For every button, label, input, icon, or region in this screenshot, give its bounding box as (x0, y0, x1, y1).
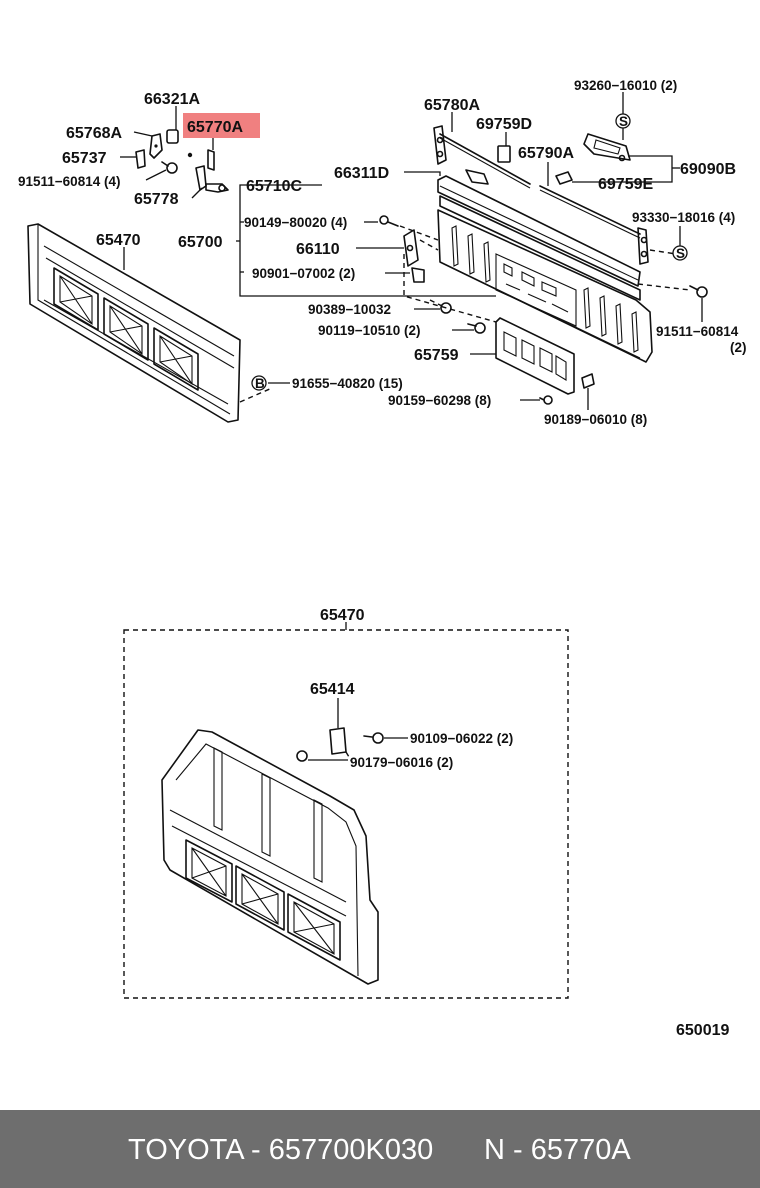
label-91655-40820: 91655−40820 (15) (292, 376, 403, 391)
highlight-box (183, 113, 260, 138)
tailgate-group (379, 125, 708, 405)
label-65778: 65778 (134, 191, 179, 208)
label-91511-60814-right-qty: (2) (730, 340, 747, 355)
footer-bar: TOYOTA - 657700K030 N - 65770A (0, 1110, 760, 1188)
label-65768A: 65768A (66, 125, 122, 142)
symbol-s-1: S (619, 114, 628, 129)
symbol-s-2: S (676, 246, 685, 261)
rear-panel-upper (27, 223, 273, 423)
label-69090B: 69090B (680, 161, 736, 178)
label-90179-06016: 90179−06016 (2) (350, 755, 453, 770)
symbol-markers: S S B (251, 113, 688, 391)
footer-part-number: TOYOTA - 657700K030 (128, 1134, 434, 1166)
label-69759E: 69759E (598, 176, 653, 193)
label-65737: 65737 (62, 150, 107, 167)
leader-lines-top (120, 92, 703, 410)
label-93330-18016: 93330−18016 (4) (632, 210, 735, 225)
diagram-id: 650019 (676, 1022, 729, 1039)
labels-bottom: 65470 65414 90109−06022 (2) 90179−06016 … (310, 607, 729, 1039)
detail-box-65470 (123, 622, 569, 999)
label-65770A[interactable]: 65770A (187, 119, 243, 136)
label-65710C: 65710C (246, 178, 302, 195)
label-90149-80020: 90149−80020 (4) (244, 215, 347, 230)
label-93260-16010: 93260−16010 (2) (574, 78, 677, 93)
label-65414: 65414 (310, 681, 355, 698)
label-90109-06022: 90109−06022 (2) (410, 731, 513, 746)
label-65700: 65700 (178, 234, 223, 251)
footer-reference: N - 65770A (484, 1134, 631, 1166)
label-66321A: 66321A (144, 91, 200, 108)
label-90901-07002: 90901−07002 (2) (252, 266, 355, 281)
label-65470-box: 65470 (320, 607, 365, 624)
symbol-b: B (255, 376, 265, 391)
label-65780A: 65780A (424, 97, 480, 114)
label-90189-06010: 90189−06010 (8) (544, 412, 647, 427)
label-90119-10510: 90119−10510 (2) (318, 323, 420, 338)
label-66110: 66110 (296, 241, 340, 258)
label-90389-10032: 90389−10032 (308, 302, 391, 317)
parts-diagram: S S B 66321A 65770A 65768A 65737 91511−6… (18, 78, 747, 1039)
label-65470-top: 65470 (96, 232, 141, 249)
label-69759D: 69759D (476, 116, 532, 133)
label-91511-60814-left: 91511−60814 (4) (18, 174, 120, 189)
label-66311D: 66311D (334, 165, 389, 182)
label-91511-60814-right: 91511−60814 (656, 324, 739, 339)
labels-top: 66321A 65770A 65768A 65737 91511−60814 (… (18, 78, 747, 427)
label-65759: 65759 (414, 347, 459, 364)
label-65790A: 65790A (518, 145, 574, 162)
hinge-parts-group (135, 129, 229, 193)
label-90159-60298: 90159−60298 (8) (388, 393, 491, 408)
